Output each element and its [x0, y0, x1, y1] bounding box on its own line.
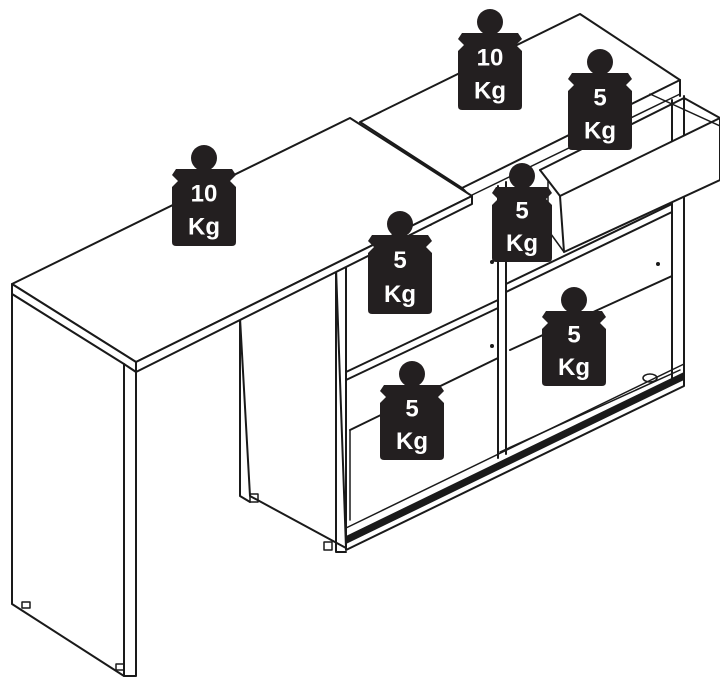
weight-knob: [561, 287, 587, 313]
weight-unit: Kg: [584, 117, 616, 144]
weight-knob: [477, 9, 503, 35]
weight-value: 5: [393, 247, 406, 274]
weight-body: [492, 187, 552, 262]
weight-value: 5: [405, 396, 418, 423]
desk-leg: [11, 293, 137, 677]
weight-body: [568, 73, 632, 150]
weight-unit: Kg: [396, 428, 428, 455]
weight-knob: [387, 211, 413, 237]
weight-unit: Kg: [558, 354, 590, 381]
weight-body: [458, 33, 522, 110]
weight-icon-shelf-left-top: 5Kg: [368, 211, 432, 314]
cabinet-body: [239, 95, 685, 553]
weight-value: 10: [191, 180, 218, 207]
drawer: [539, 93, 720, 253]
weight-knob: [399, 361, 425, 387]
weight-unit: Kg: [506, 230, 538, 257]
weight-body: [172, 169, 236, 246]
weight-icon-drawer: 5Kg: [568, 49, 632, 150]
weight-icon-shelf-left-low: 5Kg: [380, 361, 444, 460]
weight-value: 10: [477, 44, 504, 71]
weight-value: 5: [593, 84, 606, 111]
weight-unit: Kg: [188, 213, 220, 240]
weight-icon-shelf-right-low: 5Kg: [542, 287, 606, 386]
weight-knob: [587, 49, 613, 75]
weight-knob: [191, 145, 217, 171]
weight-value: 5: [515, 198, 528, 225]
weight-icon-shelf-right-top: 5Kg: [492, 163, 552, 262]
weight-knob: [509, 163, 535, 189]
weight-body: [542, 311, 606, 386]
weight-body: [380, 385, 444, 460]
weight-value: 5: [567, 322, 580, 349]
weight-body: [368, 235, 432, 314]
weight-unit: Kg: [474, 77, 506, 104]
weight-unit: Kg: [384, 281, 416, 308]
